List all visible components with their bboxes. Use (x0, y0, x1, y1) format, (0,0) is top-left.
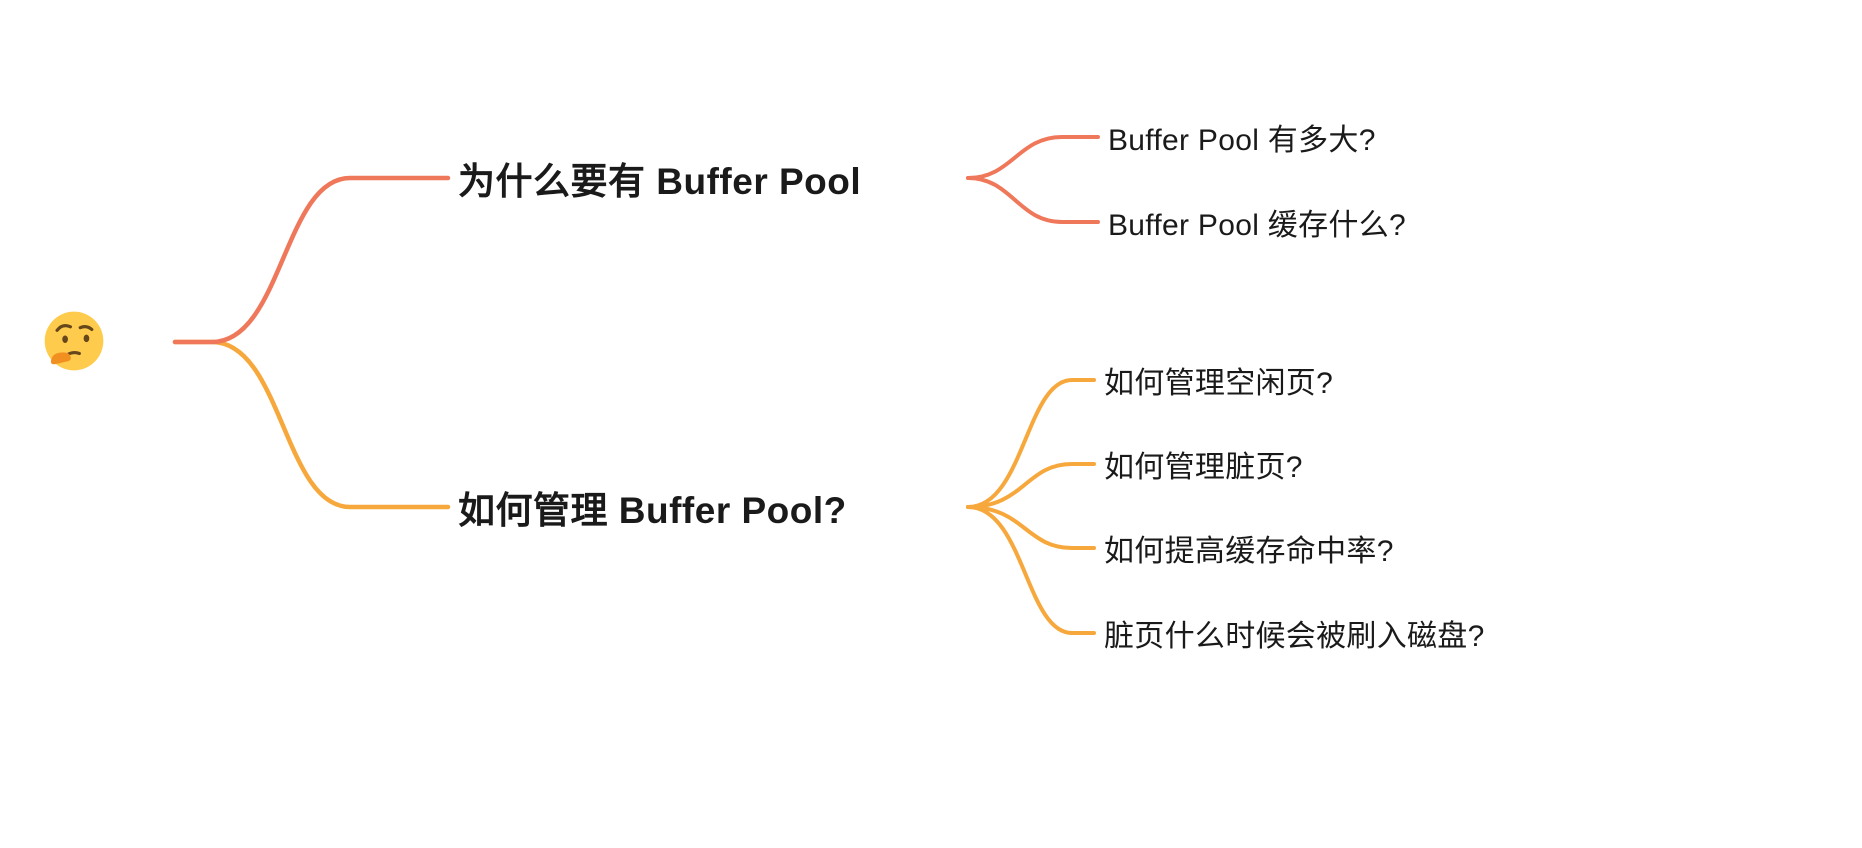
subtopic-node-buffer-pool-caches: Buffer Pool 缓存什么? (1108, 209, 1406, 242)
topic-node-how-manage-buffer-pool: 如何管理 Buffer Pool? (458, 490, 847, 531)
subtopic-node-dirty-page-flush-timing: 脏页什么时候会被刷入磁盘? (1104, 620, 1485, 653)
branch-line-top (172, 175, 451, 345)
child-line-bottom-1 (966, 378, 1096, 509)
emoji-eyebrow-left (55, 324, 73, 332)
thinking-face-emoji (44, 311, 104, 371)
emoji-hand (50, 352, 71, 365)
subtopic-node-manage-dirty-pages: 如何管理脏页? (1104, 451, 1303, 484)
child-line-bottom-4 (966, 505, 1096, 635)
emoji-eye-right (83, 334, 90, 343)
child-line-top-1 (966, 135, 1100, 180)
emoji-eyebrow-right (78, 325, 94, 332)
child-line-top-2 (966, 176, 1100, 224)
child-line-bottom-3 (966, 505, 1096, 550)
root-node (42, 309, 106, 373)
emoji-eye-left (62, 335, 68, 343)
subtopic-node-manage-free-pages: 如何管理空闲页? (1104, 367, 1334, 400)
subtopic-node-improve-cache-hit-rate: 如何提高缓存命中率? (1104, 535, 1394, 568)
branch-line-bottom (172, 339, 451, 510)
topic-node-why-buffer-pool: 为什么要有 Buffer Pool (458, 161, 862, 202)
child-line-bottom-2 (966, 462, 1096, 509)
subtopic-node-buffer-pool-size: Buffer Pool 有多大? (1108, 124, 1376, 157)
